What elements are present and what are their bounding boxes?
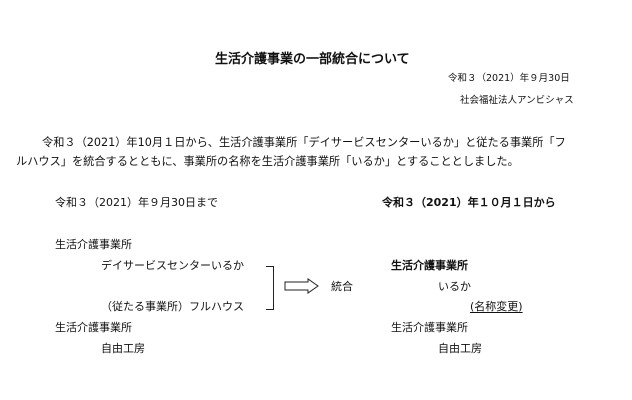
document-title: 生活介護事業の一部統合について: [215, 52, 410, 67]
merge-label: 統合: [331, 280, 353, 293]
after-heading: 令和３（2021）年１０月１日から: [382, 196, 556, 209]
intro-paragraph-line-2: ルハウス」を統合するとともに、事業所の名称を生活介護事業所「いるか」とすることと…: [16, 155, 519, 168]
before-group2-label: 生活介護事業所: [55, 321, 132, 334]
after-group1-name: いるか: [438, 280, 471, 293]
before-heading: 令和３（2021）年９月30日まで: [55, 196, 218, 209]
intro-paragraph-line-1: 令和３（2021）年10月１日から、生活介護事業所「デイサービスセンターいるか」…: [42, 136, 566, 149]
after-group2-label: 生活介護事業所: [391, 321, 468, 334]
rename-note: (名称変更): [470, 300, 523, 313]
merge-bracket: [266, 266, 274, 310]
merge-arrow-icon: [284, 278, 319, 294]
before-group2-name: 自由工房: [101, 342, 145, 355]
before-main-office: デイサービスセンターいるか: [101, 259, 244, 272]
after-group1-label: 生活介護事業所: [391, 259, 468, 272]
after-group2-name: 自由工房: [438, 342, 482, 355]
organization-name: 社会福祉法人アンビシャス: [460, 95, 574, 106]
before-group1-label: 生活介護事業所: [55, 238, 132, 251]
before-sub-office: （従たる事業所）フルハウス: [101, 300, 244, 313]
document-date: 令和３（2021）年９月30日: [448, 73, 570, 84]
